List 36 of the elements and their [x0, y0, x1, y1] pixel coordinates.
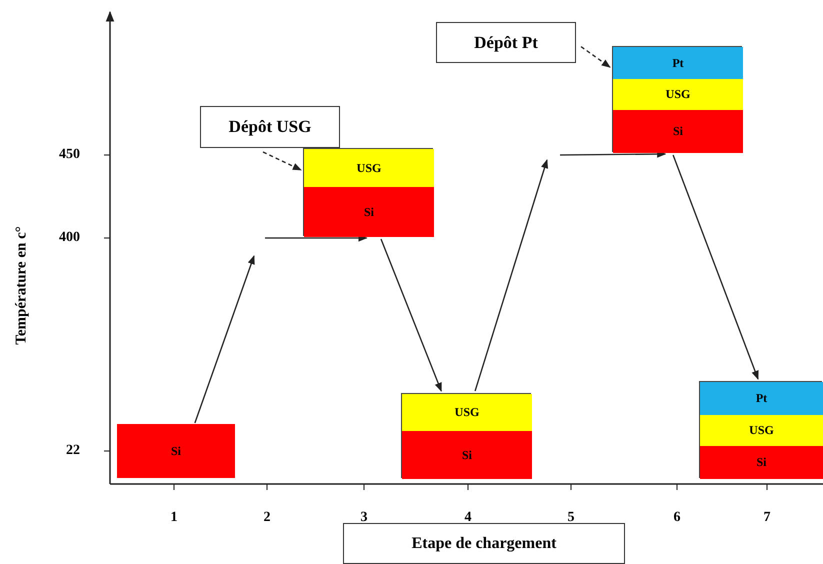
- arrow: [265, 234, 368, 242]
- leader-line: [262, 151, 302, 171]
- leader-line: [580, 46, 611, 68]
- axis-title: Température en c°: [14, 226, 31, 344]
- callout-box: Dépôt USG: [200, 106, 340, 148]
- tick-label: 1: [170, 510, 178, 526]
- tick-label: 400: [59, 230, 80, 246]
- layer: USG: [613, 79, 743, 110]
- layer-stack: [612, 46, 742, 152]
- layer-stack: [699, 381, 822, 478]
- callout-box: Dépôt Pt: [436, 22, 576, 63]
- layer: Si: [304, 187, 434, 237]
- layer: Si: [700, 446, 823, 479]
- tick-label: 5: [568, 510, 574, 526]
- layer-stack: [303, 148, 433, 236]
- tick-label: 450: [59, 147, 80, 163]
- layer: USG: [700, 415, 823, 446]
- layer-stack: [401, 393, 531, 478]
- layer: Pt: [613, 47, 743, 79]
- tick-label: 6: [674, 510, 680, 526]
- arrow: [672, 154, 759, 380]
- arrow: [380, 238, 442, 392]
- layer: Si: [117, 424, 235, 478]
- layer: Pt: [700, 382, 823, 415]
- layer: USG: [402, 394, 532, 431]
- layer: USG: [304, 149, 434, 187]
- layer: Si: [402, 431, 532, 479]
- tick-label: 4: [464, 510, 472, 526]
- tick-label: 7: [764, 510, 770, 526]
- arrow: [474, 159, 548, 392]
- tick-label: 22: [66, 443, 80, 459]
- axis-title-box: Etape de chargement: [343, 523, 625, 564]
- tick-label: 2: [264, 510, 270, 526]
- tick-label: 3: [360, 510, 368, 526]
- arrow: [194, 255, 255, 424]
- layer: Si: [613, 110, 743, 153]
